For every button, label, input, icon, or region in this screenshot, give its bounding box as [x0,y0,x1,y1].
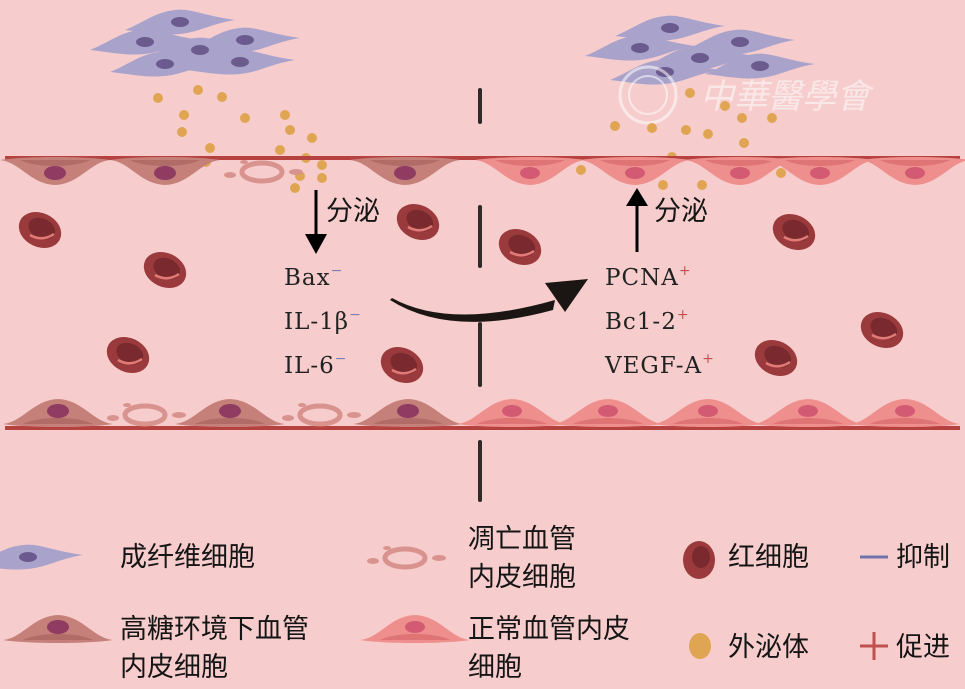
legend-inhibit-label: 抑制 [896,542,950,573]
legend-hg-cell-icon [3,615,113,643]
legend-apoptotic-label-1: 凋亡血管 [468,524,576,555]
legend-hg-label-1: 高糖环境下血管 [120,614,309,645]
endothelial-bottom-left [3,399,463,427]
marker-pcna: PCNA+ [605,263,692,291]
secrete-label-right: 分泌 [654,196,708,227]
secrete-label-left: 分泌 [326,196,380,227]
fibroblast-cluster-left [90,9,300,77]
legend-normal-cell-icon [360,615,470,643]
marker-il6: IL-6− [284,351,348,379]
legend-fibroblast-label: 成纤维细胞 [120,542,255,573]
secrete-arrow-up [626,188,648,252]
watermark-logo: 中華醫學會 [618,65,875,125]
legend-hg-label-2: 内皮细胞 [120,652,228,683]
secrete-arrow-down [305,190,327,254]
svg-text:中華醫學會: 中華醫學會 [700,77,875,117]
legend-exosome-icon [689,633,711,659]
legend-fibroblast-icon [0,544,83,570]
marker-il1b: IL-1β− [284,307,362,335]
legend-apoptotic-label-2: 内皮细胞 [468,562,576,593]
marker-bcl2: Bc1-2+ [605,307,690,335]
marker-bax: Bax− [284,263,344,291]
legend-normal-label-1: 正常血管内皮 [468,614,630,645]
legend-exosome-label: 外泌体 [728,632,809,663]
transition-arrow [390,279,588,322]
endothelial-bottom-right [457,399,960,427]
legend-promote-icon [860,632,888,660]
red-blood-cells [11,196,911,391]
marker-list-left: Bax− IL-1β− IL-6− [284,253,362,385]
legend-promote-label: 促进 [896,632,950,663]
marker-vegfa: VEGF-A+ [605,351,715,379]
marker-list-right: PCNA+ Bc1-2+ VEGF-A+ [605,253,715,385]
legend-normal-label-2: 细胞 [468,652,522,683]
legend-apoptotic-cell-icon [367,546,446,567]
fibroblast-cluster-right [585,15,815,85]
endothelial-top-right [475,157,965,185]
legend-rbc-label: 红细胞 [728,542,809,573]
endothelial-top-left [0,157,460,185]
